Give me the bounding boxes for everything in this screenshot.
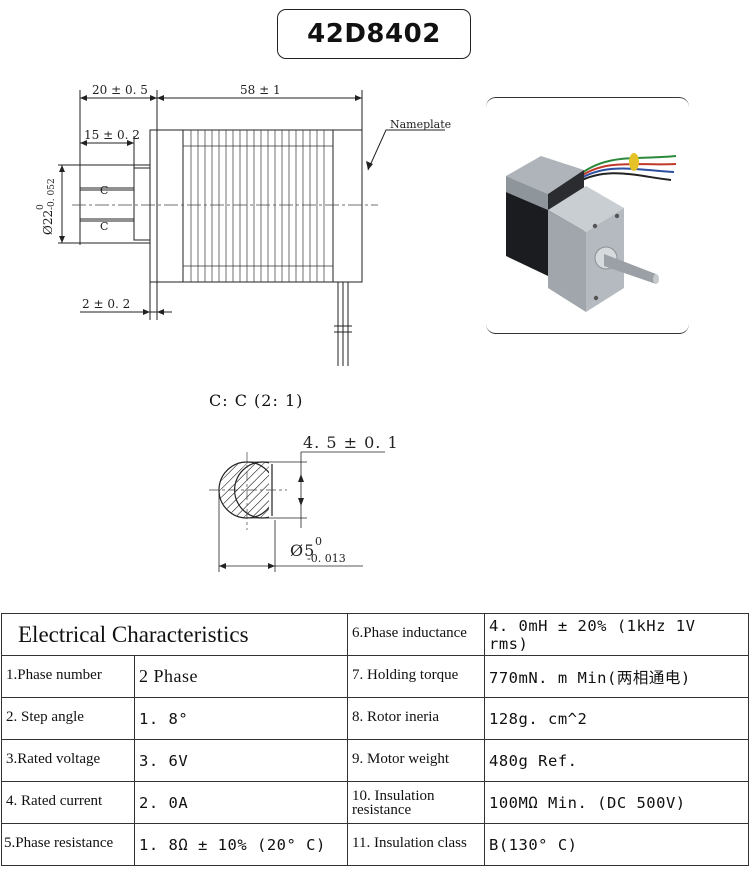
table-row: 2. Step angle 1. 8° 8. Rotor ineria 128g… bbox=[1, 697, 749, 740]
spec-value-phase-resistance: 1. 8Ω ± 10% (20° C) bbox=[134, 823, 348, 866]
spec-label-rated-current: 4. Rated current bbox=[1, 781, 135, 824]
spec-value-phase-inductance: 4. 0mH ± 20% (1kHz 1V rms) bbox=[484, 613, 749, 656]
table-row: 3.Rated voltage 3. 6V 9. Motor weight 48… bbox=[1, 739, 749, 782]
dim-shaft-length: 15 ± 0. 2 bbox=[84, 128, 140, 142]
electrical-characteristics-table: Electrical Characteristics 6.Phase induc… bbox=[1, 613, 749, 866]
section-marker-top: C bbox=[100, 184, 108, 197]
model-title: 42D8402 bbox=[277, 9, 471, 59]
section-view-title: C: C (2: 1) bbox=[209, 391, 304, 410]
spec-value-motor-weight: 480g Ref. bbox=[484, 739, 749, 782]
spec-value-insulation-resistance: 100MΩ Min. (DC 500V) bbox=[484, 781, 749, 824]
table-row: 1.Phase number 2 Phase 7. Holding torque… bbox=[1, 655, 749, 698]
dim-boss-diameter: Ø22 bbox=[41, 210, 55, 235]
spec-label-insulation-resistance: 10. Insulation resistance bbox=[347, 781, 485, 824]
section-marker-bottom: C bbox=[100, 220, 108, 233]
spec-label-phase-resistance: 5.Phase resistance bbox=[1, 823, 135, 866]
dim-flange: 2 ± 0. 2 bbox=[82, 297, 130, 311]
section-tol-lower: -0. 013 bbox=[307, 552, 346, 565]
shaft-section-drawing: 4. 5 ± 0. 1 Ø5 0 -0. 013 bbox=[209, 433, 399, 572]
table-row: 4. Rated current 2. 0A 10. Insulation re… bbox=[1, 781, 749, 824]
spec-label-step-angle: 2. Step angle bbox=[1, 697, 135, 740]
section-tol-upper: 0 bbox=[315, 535, 322, 548]
spec-value-phase-number: 2 Phase bbox=[134, 655, 348, 698]
table-row: 5.Phase resistance 1. 8Ω ± 10% (20° C) 1… bbox=[1, 823, 749, 866]
dim-boss-tol-lower: -0. 052 bbox=[47, 178, 57, 210]
section-diameter: Ø5 bbox=[290, 541, 315, 560]
dim-front-length: 20 ± 0. 5 bbox=[92, 83, 148, 97]
spec-label-rated-voltage: 3.Rated voltage bbox=[1, 739, 135, 782]
spec-label-phase-inductance: 6.Phase inductance bbox=[347, 613, 485, 656]
spec-label-motor-weight: 9. Motor weight bbox=[347, 739, 485, 782]
spec-label-insulation-class: 11. Insulation class bbox=[347, 823, 485, 866]
spec-value-holding-torque: 770mN. m Min(两相通电) bbox=[484, 655, 749, 698]
table-heading: Electrical Characteristics bbox=[1, 613, 348, 656]
section-flat-dimension: 4. 5 ± 0. 1 bbox=[303, 433, 399, 452]
spec-value-step-angle: 1. 8° bbox=[134, 697, 348, 740]
dim-boss-tol-upper: 0 bbox=[36, 204, 46, 210]
table-row: Electrical Characteristics 6.Phase induc… bbox=[1, 613, 749, 656]
nameplate-label: Nameplate bbox=[390, 118, 451, 131]
spec-value-insulation-class: B(130° C) bbox=[484, 823, 749, 866]
spec-value-rotor-inertia: 128g. cm^2 bbox=[484, 697, 749, 740]
spec-label-holding-torque: 7. Holding torque bbox=[347, 655, 485, 698]
spec-value-rated-voltage: 3. 6V bbox=[134, 739, 348, 782]
spec-label-rotor-inertia: 8. Rotor ineria bbox=[347, 697, 485, 740]
spec-label-phase-number: 1.Phase number bbox=[1, 655, 135, 698]
dim-body-length: 58 ± 1 bbox=[240, 83, 281, 97]
spec-value-rated-current: 2. 0A bbox=[134, 781, 348, 824]
motor-side-drawing: 20 ± 0. 5 58 ± 1 15 ± 0. 2 2 ± 0. 2 Name… bbox=[36, 83, 451, 366]
motor-photo bbox=[486, 97, 689, 334]
motor-photo-image bbox=[506, 153, 677, 312]
